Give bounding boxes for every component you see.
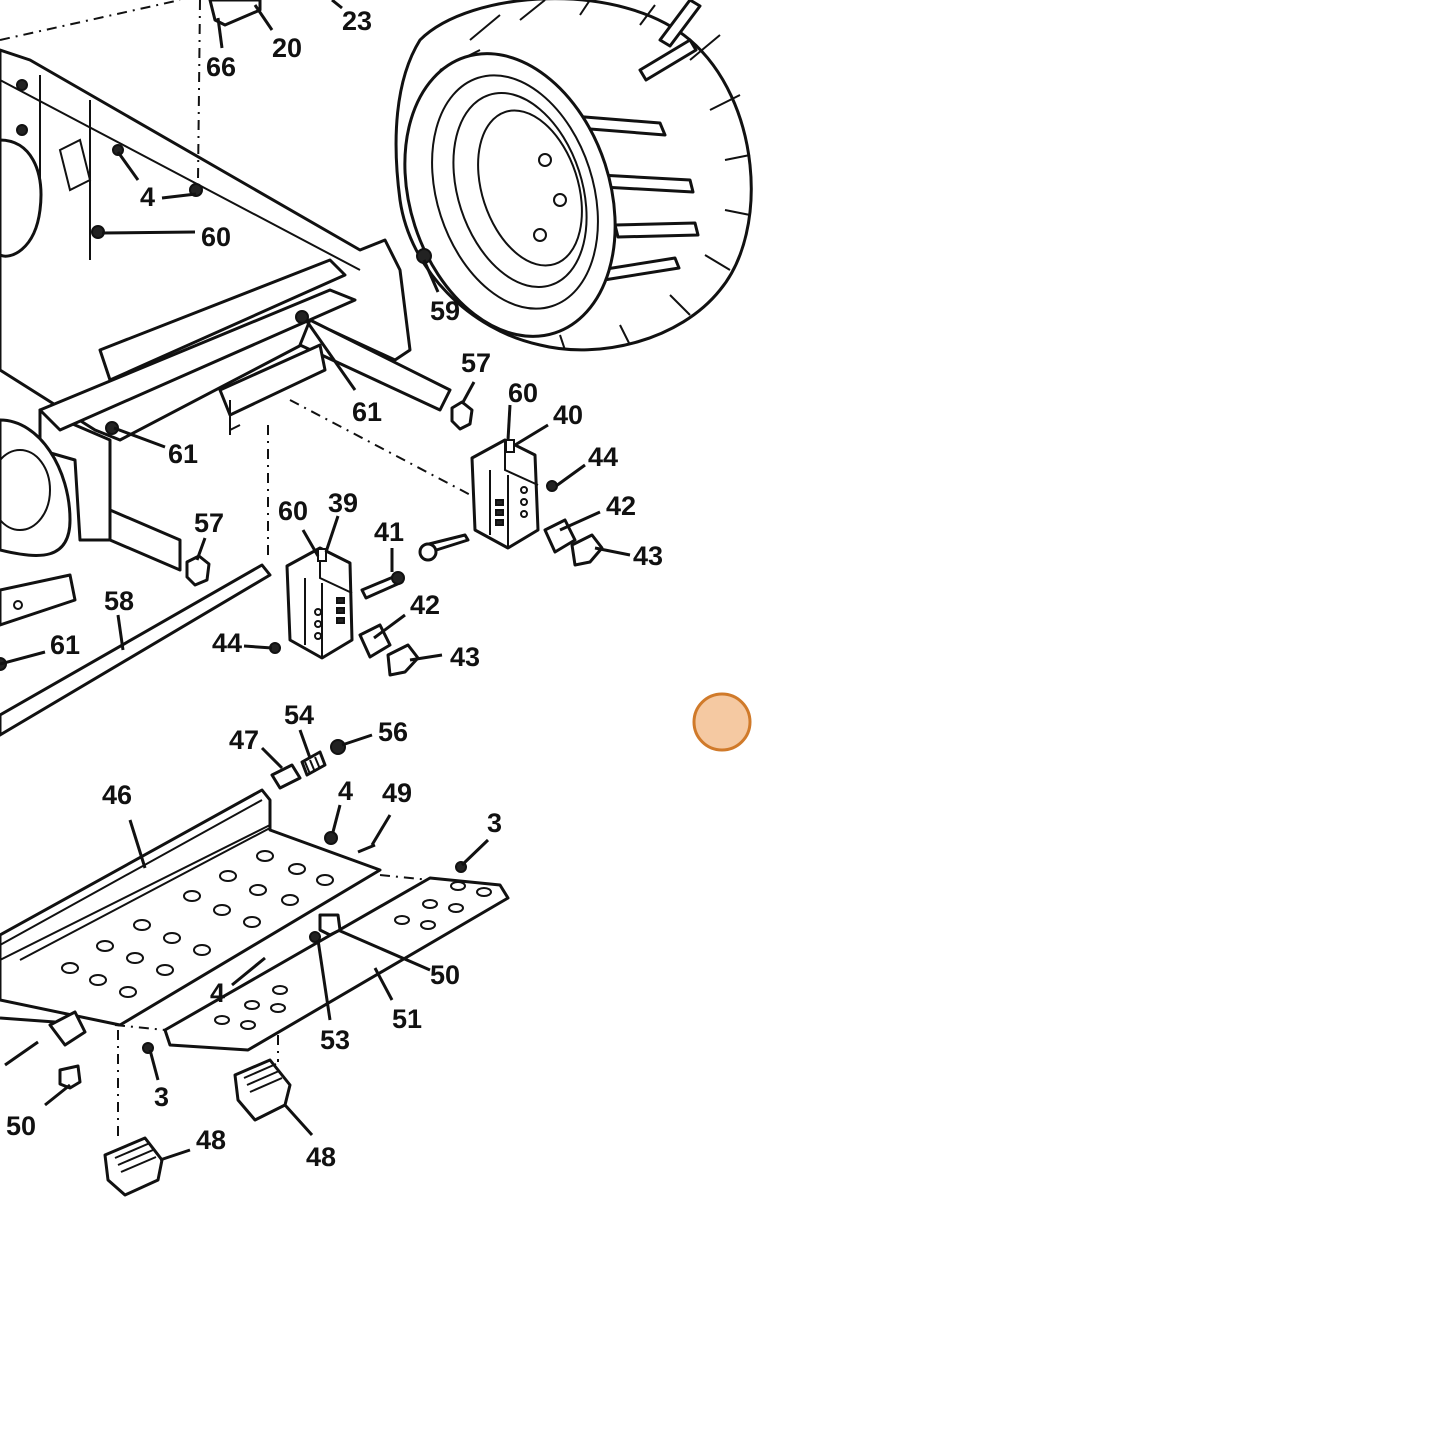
leader-lines — [0, 0, 631, 1162]
callout-56: 56 — [378, 717, 408, 747]
callout-40: 40 — [553, 400, 583, 430]
callout-4: 4 — [210, 978, 225, 1008]
callout-53: 53 — [320, 1025, 350, 1055]
callout-57: 57 — [461, 348, 491, 378]
assembly-lines — [0, 0, 481, 1140]
callout-48: 48 — [196, 1125, 226, 1155]
callout-59: 59 — [430, 296, 460, 326]
callout-46: 46 — [102, 780, 132, 810]
pin-spring-set[interactable] — [270, 739, 467, 873]
callout-42: 42 — [410, 590, 440, 620]
callout-61: 61 — [352, 397, 382, 427]
side-step-holes — [214, 881, 492, 1030]
callout-44: 44 — [588, 442, 618, 472]
lower-left-parts[interactable] — [0, 1010, 154, 1090]
frame-fasteners[interactable] — [0, 144, 474, 671]
callout-61: 61 — [50, 630, 80, 660]
pedal-pad-right[interactable] — [233, 1058, 292, 1122]
callout-50: 50 — [6, 1111, 36, 1141]
callout-51: 51 — [392, 1004, 422, 1034]
bracket-right[interactable] — [418, 438, 604, 567]
callout-57: 57 — [194, 508, 224, 538]
callout-23: 23 — [342, 6, 372, 36]
footrest-plate[interactable] — [0, 788, 382, 1027]
main-frame[interactable] — [0, 0, 452, 627]
callout-49: 49 — [382, 778, 412, 808]
callout-20: 20 — [272, 33, 302, 63]
footrest-holes — [61, 850, 334, 998]
callout-48: 48 — [306, 1142, 336, 1172]
callout-41: 41 — [374, 517, 404, 547]
callout-66: 66 — [206, 52, 236, 82]
callout-3: 3 — [487, 808, 502, 838]
callout-47: 47 — [229, 725, 259, 755]
callout-42: 42 — [606, 491, 636, 521]
callout-60: 60 — [508, 378, 538, 408]
callout-60: 60 — [278, 496, 308, 526]
callout-43: 43 — [450, 642, 480, 672]
callout-58: 58 — [104, 586, 134, 616]
callout-43: 43 — [633, 541, 663, 571]
callout-50: 50 — [430, 960, 460, 990]
rear-tire[interactable] — [370, 0, 753, 364]
bracket-left[interactable] — [269, 546, 420, 677]
callout-4: 4 — [140, 182, 155, 212]
side-step[interactable] — [163, 876, 510, 1052]
callout-61: 61 — [168, 439, 198, 469]
pedal-pad-left[interactable] — [103, 1136, 164, 1197]
axle-rod[interactable] — [0, 563, 272, 737]
callout-54: 54 — [284, 700, 314, 730]
selection-hotspot[interactable] — [692, 692, 752, 752]
callout-60: 60 — [201, 222, 231, 252]
callout-44: 44 — [212, 628, 242, 658]
callout-3: 3 — [154, 1082, 169, 1112]
callout-39: 39 — [328, 488, 358, 518]
callout-labels: 23 20 66 4 60 59 57 60 40 44 61 61 42 43… — [6, 6, 663, 1172]
callout-4: 4 — [338, 776, 353, 806]
